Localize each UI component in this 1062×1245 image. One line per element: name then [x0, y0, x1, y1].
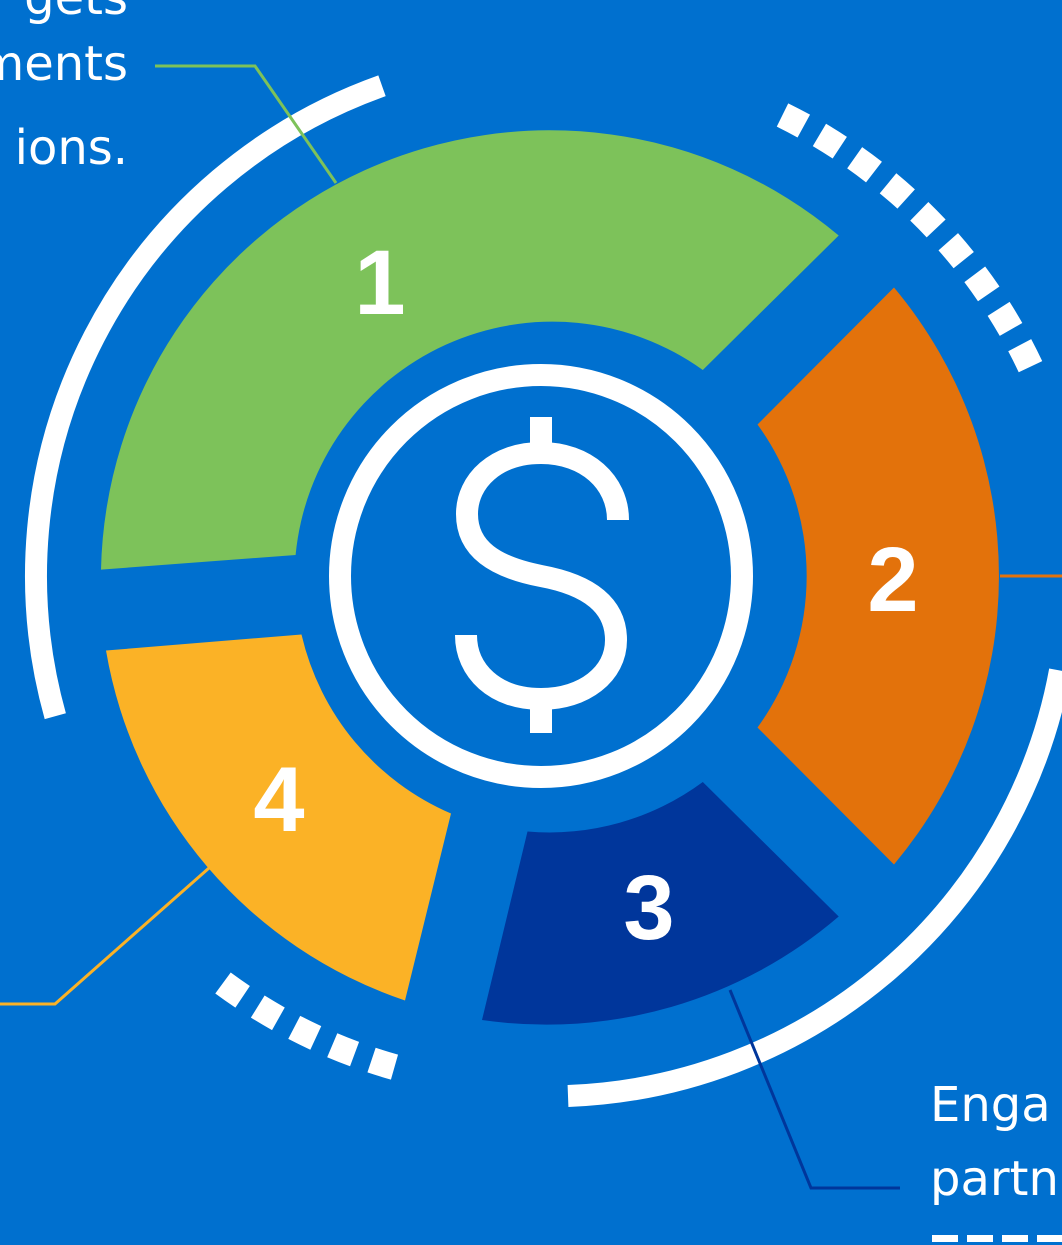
dotted-arc-bottom-left: [215, 972, 409, 1083]
segment-4-number: 4: [253, 749, 304, 851]
callout-bottom-right-line-3-partial: [930, 1232, 1062, 1245]
segment-3-number: 3: [623, 857, 674, 959]
segment-1-number: 1: [354, 232, 405, 334]
callout-top-left-line-3: ions.: [14, 120, 128, 176]
callout-top-left-line-2: ments: [0, 36, 128, 92]
outer-arc-right: [567, 668, 1062, 1107]
segment-1: [101, 130, 839, 570]
callout-line-3: [728, 989, 900, 1190]
segment-3: [482, 782, 839, 1025]
dotted-arc-top-right: [776, 103, 1049, 387]
callout-line-1: [155, 64, 338, 184]
callout-bottom-right-line-1: Enga: [930, 1077, 1051, 1133]
segment-2-number: 2: [867, 529, 918, 631]
dollar-sign-icon: [455, 417, 629, 733]
segment-4: [106, 634, 451, 1001]
segment-2: [757, 287, 999, 865]
callout-line-4: [0, 866, 210, 1006]
callout-top-left-line-1: gets: [24, 0, 128, 22]
callout-bottom-right-line-2: partn: [930, 1151, 1059, 1207]
coin-outer-ring: [329, 364, 753, 788]
outer-arc-left: [25, 75, 386, 720]
